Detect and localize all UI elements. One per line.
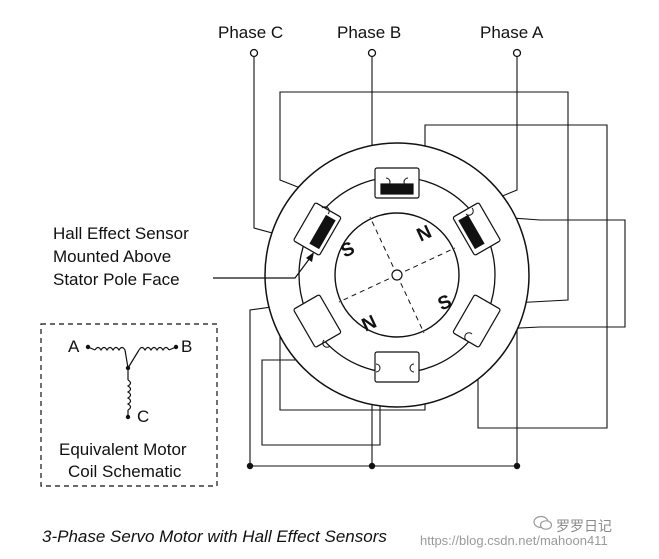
sensor-pointer bbox=[213, 257, 311, 279]
schematic-terminal-b: B bbox=[181, 337, 192, 356]
stator-poles bbox=[293, 167, 501, 383]
sensor-label-line-3: Stator Pole Face bbox=[53, 270, 180, 289]
phase-a-terminal bbox=[512, 48, 522, 58]
phase-b-terminal bbox=[367, 48, 377, 58]
schematic-nodes bbox=[85, 344, 179, 420]
sensor-label-line-2: Mounted Above bbox=[53, 247, 171, 266]
figure-caption: 3-Phase Servo Motor with Hall Effect Sen… bbox=[42, 527, 387, 546]
rotor-pole-dividers bbox=[338, 216, 456, 334]
phase-terminals bbox=[249, 48, 522, 58]
schematic-caption-line-1: Equivalent Motor bbox=[59, 440, 187, 459]
sensor-label-line-1: Hall Effect Sensor bbox=[53, 224, 189, 243]
schematic-coils bbox=[87, 346, 177, 416]
rotor-shaft bbox=[391, 269, 403, 281]
phase-c-label: Phase C bbox=[218, 23, 283, 42]
schematic-box bbox=[40, 323, 218, 487]
schematic-caption-line-2: Coil Schematic bbox=[68, 462, 182, 481]
wechat-icon bbox=[533, 515, 553, 530]
schematic-terminal-c: C bbox=[137, 407, 149, 426]
phase-b-label: Phase B bbox=[337, 23, 401, 42]
watermark-brand: 罗罗日记 bbox=[556, 519, 612, 535]
watermark-url: https://blog.csdn.net/mahoon411 bbox=[420, 533, 608, 548]
phase-a-label: Phase A bbox=[480, 23, 544, 42]
sensor-pointer-arrow bbox=[306, 252, 314, 262]
schematic-terminal-a: A bbox=[68, 337, 80, 356]
pole-coil-marks bbox=[321, 177, 474, 373]
phase-c-terminal bbox=[249, 48, 259, 58]
bus-nodes bbox=[246, 462, 521, 470]
